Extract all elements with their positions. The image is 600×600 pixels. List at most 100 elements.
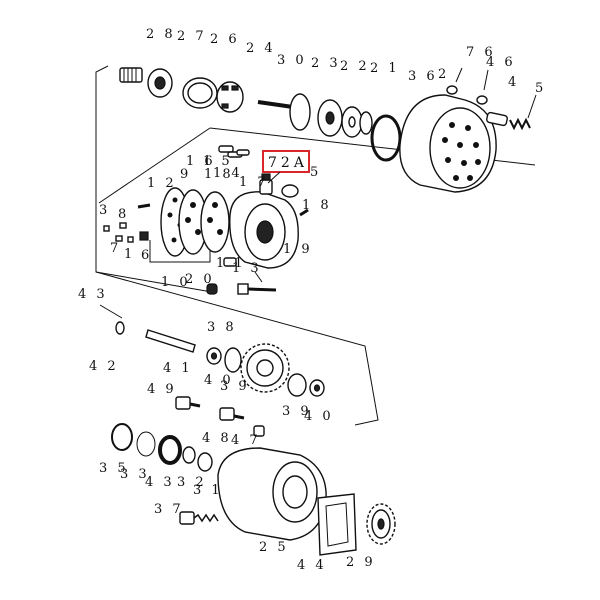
label-43-top: 4 3	[78, 287, 108, 302]
label-6: 6	[141, 248, 152, 263]
screw-18	[299, 208, 309, 217]
label-21: 2 1	[370, 61, 400, 76]
label-49: 4 9	[147, 382, 177, 397]
label-29: 2 9	[346, 555, 376, 570]
screw-12	[137, 203, 151, 209]
bearing-cone-24	[216, 81, 244, 113]
washer-40	[206, 347, 222, 365]
label-26: 2 6	[210, 32, 240, 47]
bolt-37	[179, 511, 219, 525]
label-7: 7	[110, 241, 121, 256]
cover-36	[399, 94, 497, 193]
label-18-right: 1 8	[302, 198, 332, 213]
label-42: 4 2	[89, 359, 119, 374]
label-47: 4 7	[231, 433, 261, 448]
label-28: 2 8	[146, 27, 176, 42]
plate-14	[200, 191, 230, 253]
housing-25	[217, 447, 327, 541]
label-23: 2 3	[311, 56, 341, 71]
label-35: 3 5	[99, 461, 129, 476]
label-9: 9	[180, 167, 191, 182]
label-24: 2 4	[246, 41, 276, 56]
label-37: 3 7	[154, 502, 184, 517]
label-4: 4	[508, 75, 519, 90]
label-44: 4 4	[297, 558, 327, 573]
plug-47	[253, 425, 265, 437]
callout-72a-text: 72A	[268, 155, 308, 171]
gasket-44	[317, 493, 357, 556]
label-18-mid: 1 8	[204, 167, 234, 182]
gear-23	[317, 99, 343, 137]
label-22: 2 2	[340, 59, 370, 74]
pin-76	[455, 67, 463, 83]
snap-ring-35	[111, 423, 133, 451]
label-15: 1 5	[203, 154, 233, 169]
label-8: 8	[118, 207, 129, 222]
label-48: 4 8	[202, 431, 232, 446]
label-19: 1 9	[283, 242, 313, 257]
label-1: 1	[124, 247, 135, 262]
washer-31	[197, 452, 213, 472]
label-36: 3 6	[408, 69, 438, 84]
bearing-28	[119, 67, 143, 83]
label-2: 2	[438, 67, 449, 82]
label-40-left: 4 0	[204, 373, 234, 388]
ring-33	[136, 431, 156, 457]
label-14: 1 4	[213, 166, 243, 181]
part-labels: 2 8 2 7 2 6 2 4 3 0 2 3 2 2 2 1 3 6 2 7 …	[78, 27, 546, 573]
pin-43	[99, 304, 125, 335]
gear-38	[240, 343, 290, 393]
valve-4	[486, 111, 508, 127]
label-16: 1 6	[186, 154, 216, 169]
bearing-39	[224, 347, 242, 373]
small-oring-2	[446, 85, 458, 95]
label-10: 1 0	[161, 275, 191, 290]
shaft-41	[145, 329, 196, 353]
dowel-18	[236, 149, 250, 156]
label-27: 2 7	[177, 29, 207, 44]
bearing-39b	[287, 373, 307, 397]
shaft-30	[257, 93, 311, 131]
plug-20	[206, 283, 218, 295]
oring-5	[281, 184, 299, 198]
bolt-19	[237, 283, 277, 295]
label-32: 3 2	[177, 475, 207, 490]
label-76: 7 6	[466, 45, 496, 60]
label-20: 2 0	[185, 272, 215, 287]
label-5-top: 5	[535, 81, 546, 96]
oring-46	[476, 69, 489, 105]
washer-40b	[309, 379, 325, 397]
label-39-right: 3 9	[282, 404, 312, 419]
label-11: 1 1	[216, 256, 246, 271]
label-3: 3	[99, 203, 110, 218]
ring-27	[147, 68, 173, 98]
small-parts-3-8-7-6	[103, 222, 149, 243]
label-31: 3 1	[193, 483, 223, 498]
callout-72a-box	[262, 150, 310, 173]
fitting-17	[259, 173, 273, 195]
label-43-bottom: 4 3	[145, 475, 175, 490]
label-46: 4 6	[486, 55, 516, 70]
label-13: 1 3	[232, 261, 262, 276]
callout-72a[interactable]: 72A	[262, 150, 310, 184]
spring-5	[509, 94, 537, 131]
oring-36	[370, 114, 402, 162]
stud-11	[223, 257, 237, 267]
seal-43	[158, 435, 182, 465]
label-40-right: 4 0	[304, 409, 334, 424]
label-12: 1 2	[147, 176, 177, 191]
label-25: 2 5	[259, 540, 289, 555]
washer-22	[341, 106, 363, 138]
gear-29	[366, 503, 396, 545]
label-17: 1 7	[239, 175, 269, 190]
bolt-49	[175, 396, 201, 410]
washer-32	[182, 446, 196, 464]
label-5-mid: 5	[310, 165, 321, 180]
bearing-cup-26	[182, 77, 218, 109]
bolt-48	[219, 407, 245, 421]
label-30: 3 0	[277, 53, 307, 68]
label-39-left: 3 9	[220, 379, 250, 394]
label-33: 3 3	[120, 467, 150, 482]
